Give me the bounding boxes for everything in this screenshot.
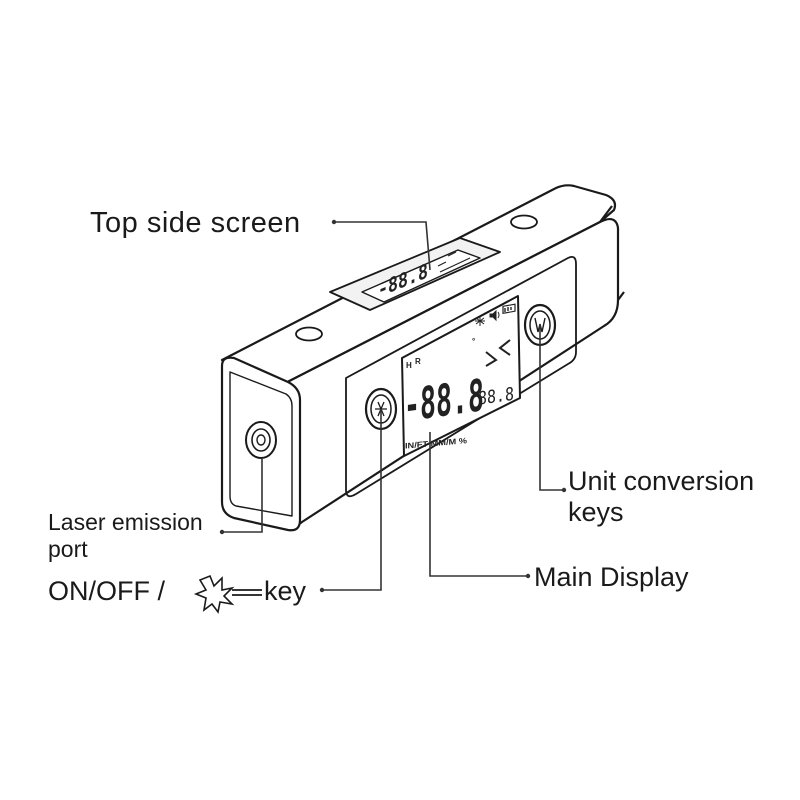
unit-button-icon <box>534 317 546 333</box>
top-lcd-marks <box>437 251 471 273</box>
leader-main-display <box>429 432 528 577</box>
leader-unit-keys <box>539 325 564 491</box>
lcd-degree: ° <box>472 337 475 346</box>
device-body <box>220 184 625 532</box>
sound-icon <box>489 309 500 322</box>
lcd-sub-digits: 88.8 <box>478 384 514 410</box>
laser-burst-icon <box>475 316 485 326</box>
top-screen-inner <box>361 249 481 303</box>
laser-burst-key-icon <box>193 574 262 614</box>
main-display-window <box>401 295 521 457</box>
label-laser-port-1: Laser emission <box>48 509 203 535</box>
device-top-face <box>220 184 617 397</box>
leader-laser-port <box>222 458 263 533</box>
label-laser-port-2: port <box>48 536 88 562</box>
laser-indicator-icon <box>485 339 511 367</box>
top-hole-left <box>295 326 323 342</box>
leader-top-screen <box>334 221 431 271</box>
label-unit-keys-1: Unit conversion <box>568 466 754 496</box>
label-onoff-prefix: ON/OFF / <box>48 576 165 606</box>
lcd-main-digits: -88.8 <box>404 370 484 432</box>
device-left-end-inner <box>229 371 293 517</box>
label-main-display: Main Display <box>534 562 689 592</box>
main-lcd-content: H R -88.8 ° 88.8 IN/FT MM/M % <box>404 303 516 451</box>
laser-emission-port <box>245 421 277 459</box>
lcd-indicator-r: R <box>415 357 421 366</box>
lcd-indicator-h: H <box>406 361 412 370</box>
leader-power <box>322 409 382 591</box>
label-onoff-suffix: key <box>264 576 307 606</box>
label-unit-keys-2: keys <box>568 497 624 527</box>
battery-icon <box>502 303 516 315</box>
device-right-end <box>599 205 625 301</box>
label-top-side-screen: Top side screen <box>90 207 301 239</box>
top-hole-right <box>510 214 538 230</box>
leader-lines <box>219 219 567 593</box>
front-panel-frame <box>345 255 577 498</box>
device-left-end <box>220 356 302 532</box>
